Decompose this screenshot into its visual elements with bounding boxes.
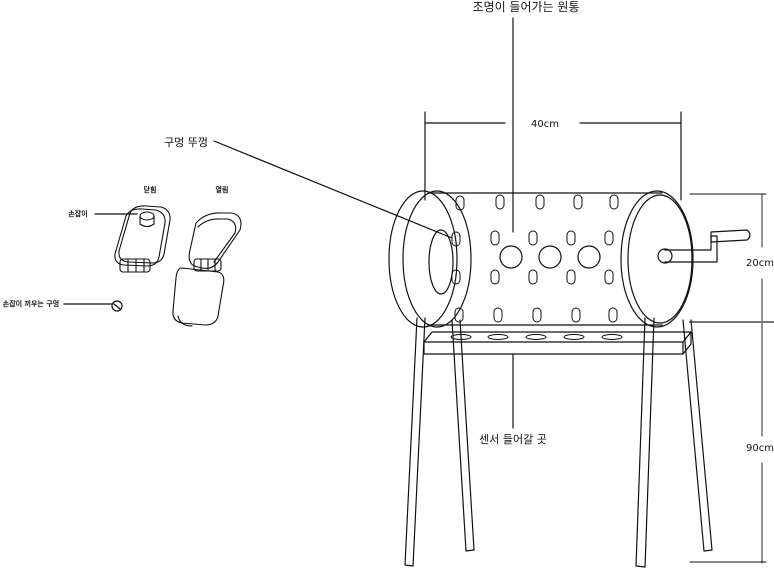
drum-light-holes	[499, 245, 601, 269]
closed-label: 닫힘	[144, 185, 157, 194]
drum-slot-holes	[451, 194, 619, 323]
sensor-label: 센서 들어갈 곳	[479, 432, 547, 446]
hole-cap-leader	[213, 140, 453, 239]
drum-label: 조명이 들어가는 원통	[473, 0, 580, 14]
cap-closed-detail	[114, 205, 171, 273]
drum-cylinder	[388, 190, 694, 328]
sensor-openings	[450, 334, 623, 340]
crank-handle	[657, 229, 751, 264]
hole-cap-label: 구멍 뚜껑	[164, 136, 208, 149]
handle-label: 손잡이	[68, 209, 87, 218]
height-dimension-right	[689, 193, 774, 564]
open-label: 열림	[216, 185, 229, 194]
cap-open-detail	[172, 212, 242, 327]
width-label: 40cm	[531, 119, 559, 130]
stand-frame	[404, 317, 713, 568]
drum-height-label: 20cm	[746, 258, 774, 269]
handle-hole-leader	[63, 300, 123, 312]
stand-height-label: 90cm	[746, 443, 774, 454]
width-dimension	[424, 111, 682, 201]
handle-hole-label: 손잡이 끼우는 구멍	[3, 299, 59, 308]
